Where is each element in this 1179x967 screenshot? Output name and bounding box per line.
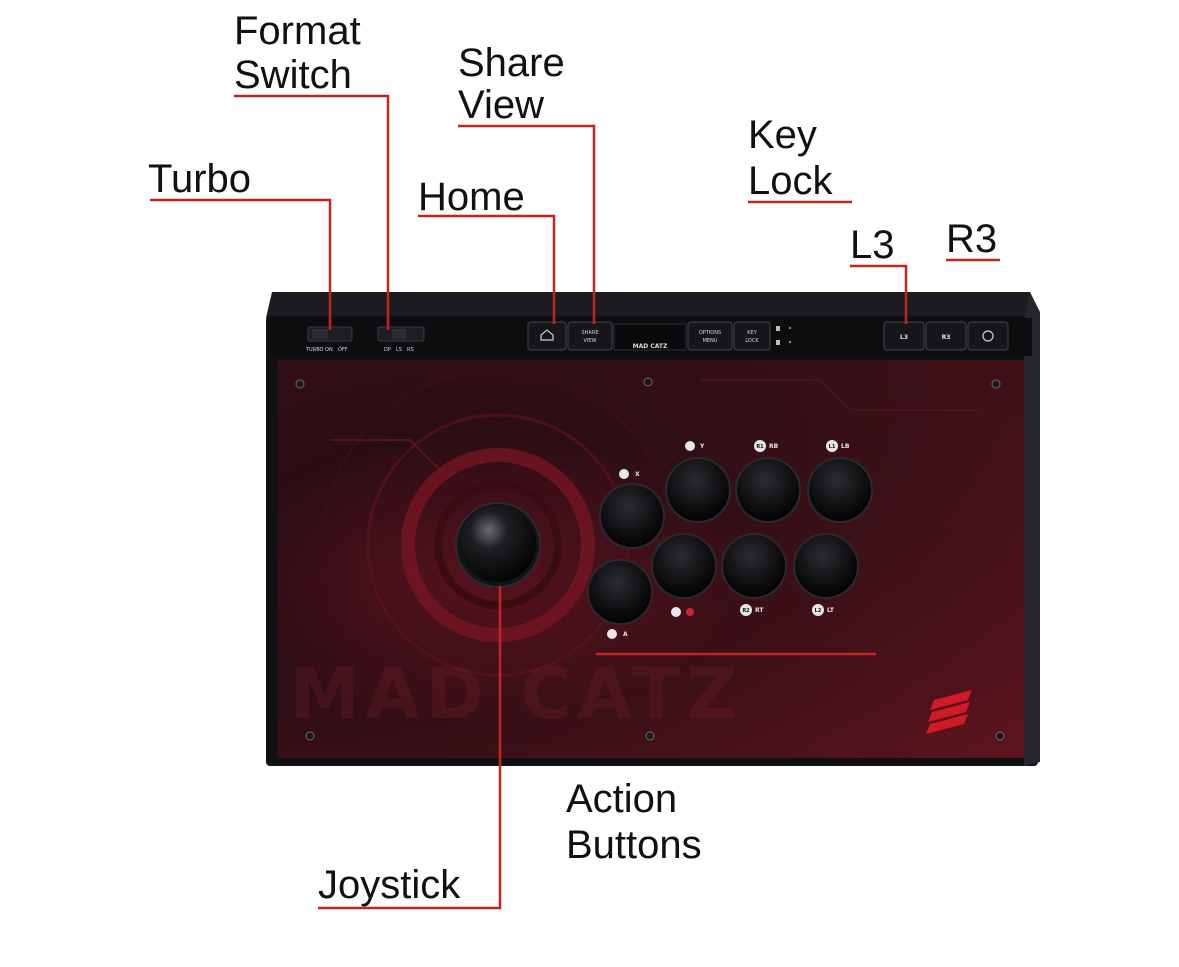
key-lock-button[interactable]: KEY LOCK [733, 321, 771, 351]
action-button-triangle[interactable] [665, 457, 731, 523]
button-face-labels: X Y R1 RB L1 LB A R2 RT L2 LT [607, 440, 850, 639]
device-side-wall [1024, 292, 1040, 766]
joystick-ball-top[interactable] [460, 506, 536, 582]
label-l1: L1 [829, 444, 836, 450]
lock-button-label: LOCK [745, 338, 759, 344]
callout-action-buttons-line2: Buttons [566, 823, 702, 867]
action-button-cross[interactable] [587, 559, 653, 625]
label-rt: RT [755, 607, 764, 614]
l3-button[interactable]: L3 [883, 321, 925, 351]
square-symbol-icon [619, 469, 629, 479]
action-button-square[interactable] [599, 483, 665, 549]
action-button-l2[interactable] [793, 533, 859, 599]
b-symbol-icon [686, 608, 694, 616]
callout-key-lock-line1: Key [748, 113, 817, 157]
label-lt: LT [827, 607, 835, 614]
label-rb: RB [769, 443, 779, 450]
guide-button[interactable] [967, 321, 1009, 351]
leader-joystick [318, 586, 502, 910]
turbo-switch-label-on: TURBO ON [305, 347, 333, 353]
callout-format-switch-line1: Format [234, 9, 361, 53]
callout-turbo: Turbo [148, 157, 251, 201]
label-r1: R1 [756, 444, 764, 450]
label-l2: L2 [815, 608, 822, 614]
label-a: A [623, 631, 628, 638]
fight-stick-device: TURBO ON OFF DP LS RS SHARE VIEW MAD CAT… [266, 292, 1040, 766]
format-switch[interactable]: DP LS RS [377, 326, 425, 353]
format-switch-label-dp: DP [384, 347, 391, 353]
callout-share-view-line2: View [458, 83, 544, 127]
callout-key-lock-line2: Lock [748, 159, 833, 203]
home-button[interactable] [527, 321, 567, 351]
callout-action-buttons-line1: Action [566, 777, 677, 821]
brand-logo-mark [926, 690, 972, 734]
brand-plate-text: MAD CATZ [633, 343, 668, 350]
menu-button-label: MENU [703, 338, 718, 344]
guide-icon [982, 330, 994, 342]
action-button-cluster [587, 457, 873, 625]
callout-l3: L3 [850, 223, 895, 267]
format-switch-label-ls: LS [396, 347, 402, 353]
r3-button[interactable]: R3 [925, 321, 967, 351]
joystick[interactable] [455, 502, 541, 588]
unlock-icon [776, 326, 780, 331]
share-view-button[interactable]: SHARE VIEW [567, 321, 613, 351]
label-r2: R2 [742, 608, 750, 614]
device-top-bevel [266, 292, 1038, 318]
cross-symbol-icon [607, 629, 617, 639]
callout-home: Home [418, 175, 525, 219]
callout-joystick: Joystick [318, 863, 461, 907]
options-button-label: OPTIONS [699, 330, 721, 336]
callout-share-view-line1: Share [458, 41, 565, 85]
turbo-switch-label-off: OFF [338, 347, 348, 353]
options-menu-button[interactable]: OPTIONS MENU [687, 321, 733, 351]
label-y: Y [699, 443, 705, 450]
share-button-label: SHARE [582, 330, 599, 336]
action-button-circle[interactable] [651, 533, 717, 599]
label-lb: LB [841, 443, 850, 450]
circle-symbol-icon [671, 607, 681, 617]
view-button-label: VIEW [584, 338, 597, 344]
callout-labels: Turbo Format Switch Share View Home Key … [148, 9, 997, 907]
key-button-label: KEY [747, 330, 757, 336]
leader-share-view [458, 124, 596, 324]
callout-format-switch-line2: Switch [234, 53, 352, 97]
action-button-r2[interactable] [721, 533, 787, 599]
art-panel: MAD CATZ [278, 360, 1024, 758]
triangle-symbol-icon [685, 441, 695, 451]
brand-plate: MAD CATZ [613, 323, 687, 351]
label-x-top: X [635, 471, 640, 478]
lock-icon [776, 340, 780, 345]
panel-watermark-brand: MAD CATZ [290, 653, 743, 735]
leader-format-switch [234, 94, 390, 330]
leader-l3 [850, 264, 908, 324]
r3-button-label: R3 [942, 334, 951, 341]
home-icon [540, 329, 554, 341]
panel-screws [295, 377, 1005, 741]
turbo-switch[interactable]: TURBO ON OFF [305, 326, 353, 353]
leader-home [418, 214, 556, 324]
callout-r3: R3 [946, 217, 997, 261]
leader-turbo [150, 198, 332, 330]
l3-button-label: L3 [900, 334, 908, 341]
action-button-l1[interactable] [807, 457, 873, 523]
lock-indicator-icons [776, 326, 792, 345]
leader-lines [150, 94, 1000, 910]
action-button-r1[interactable] [735, 457, 801, 523]
format-switch-label-rs: RS [407, 347, 414, 353]
